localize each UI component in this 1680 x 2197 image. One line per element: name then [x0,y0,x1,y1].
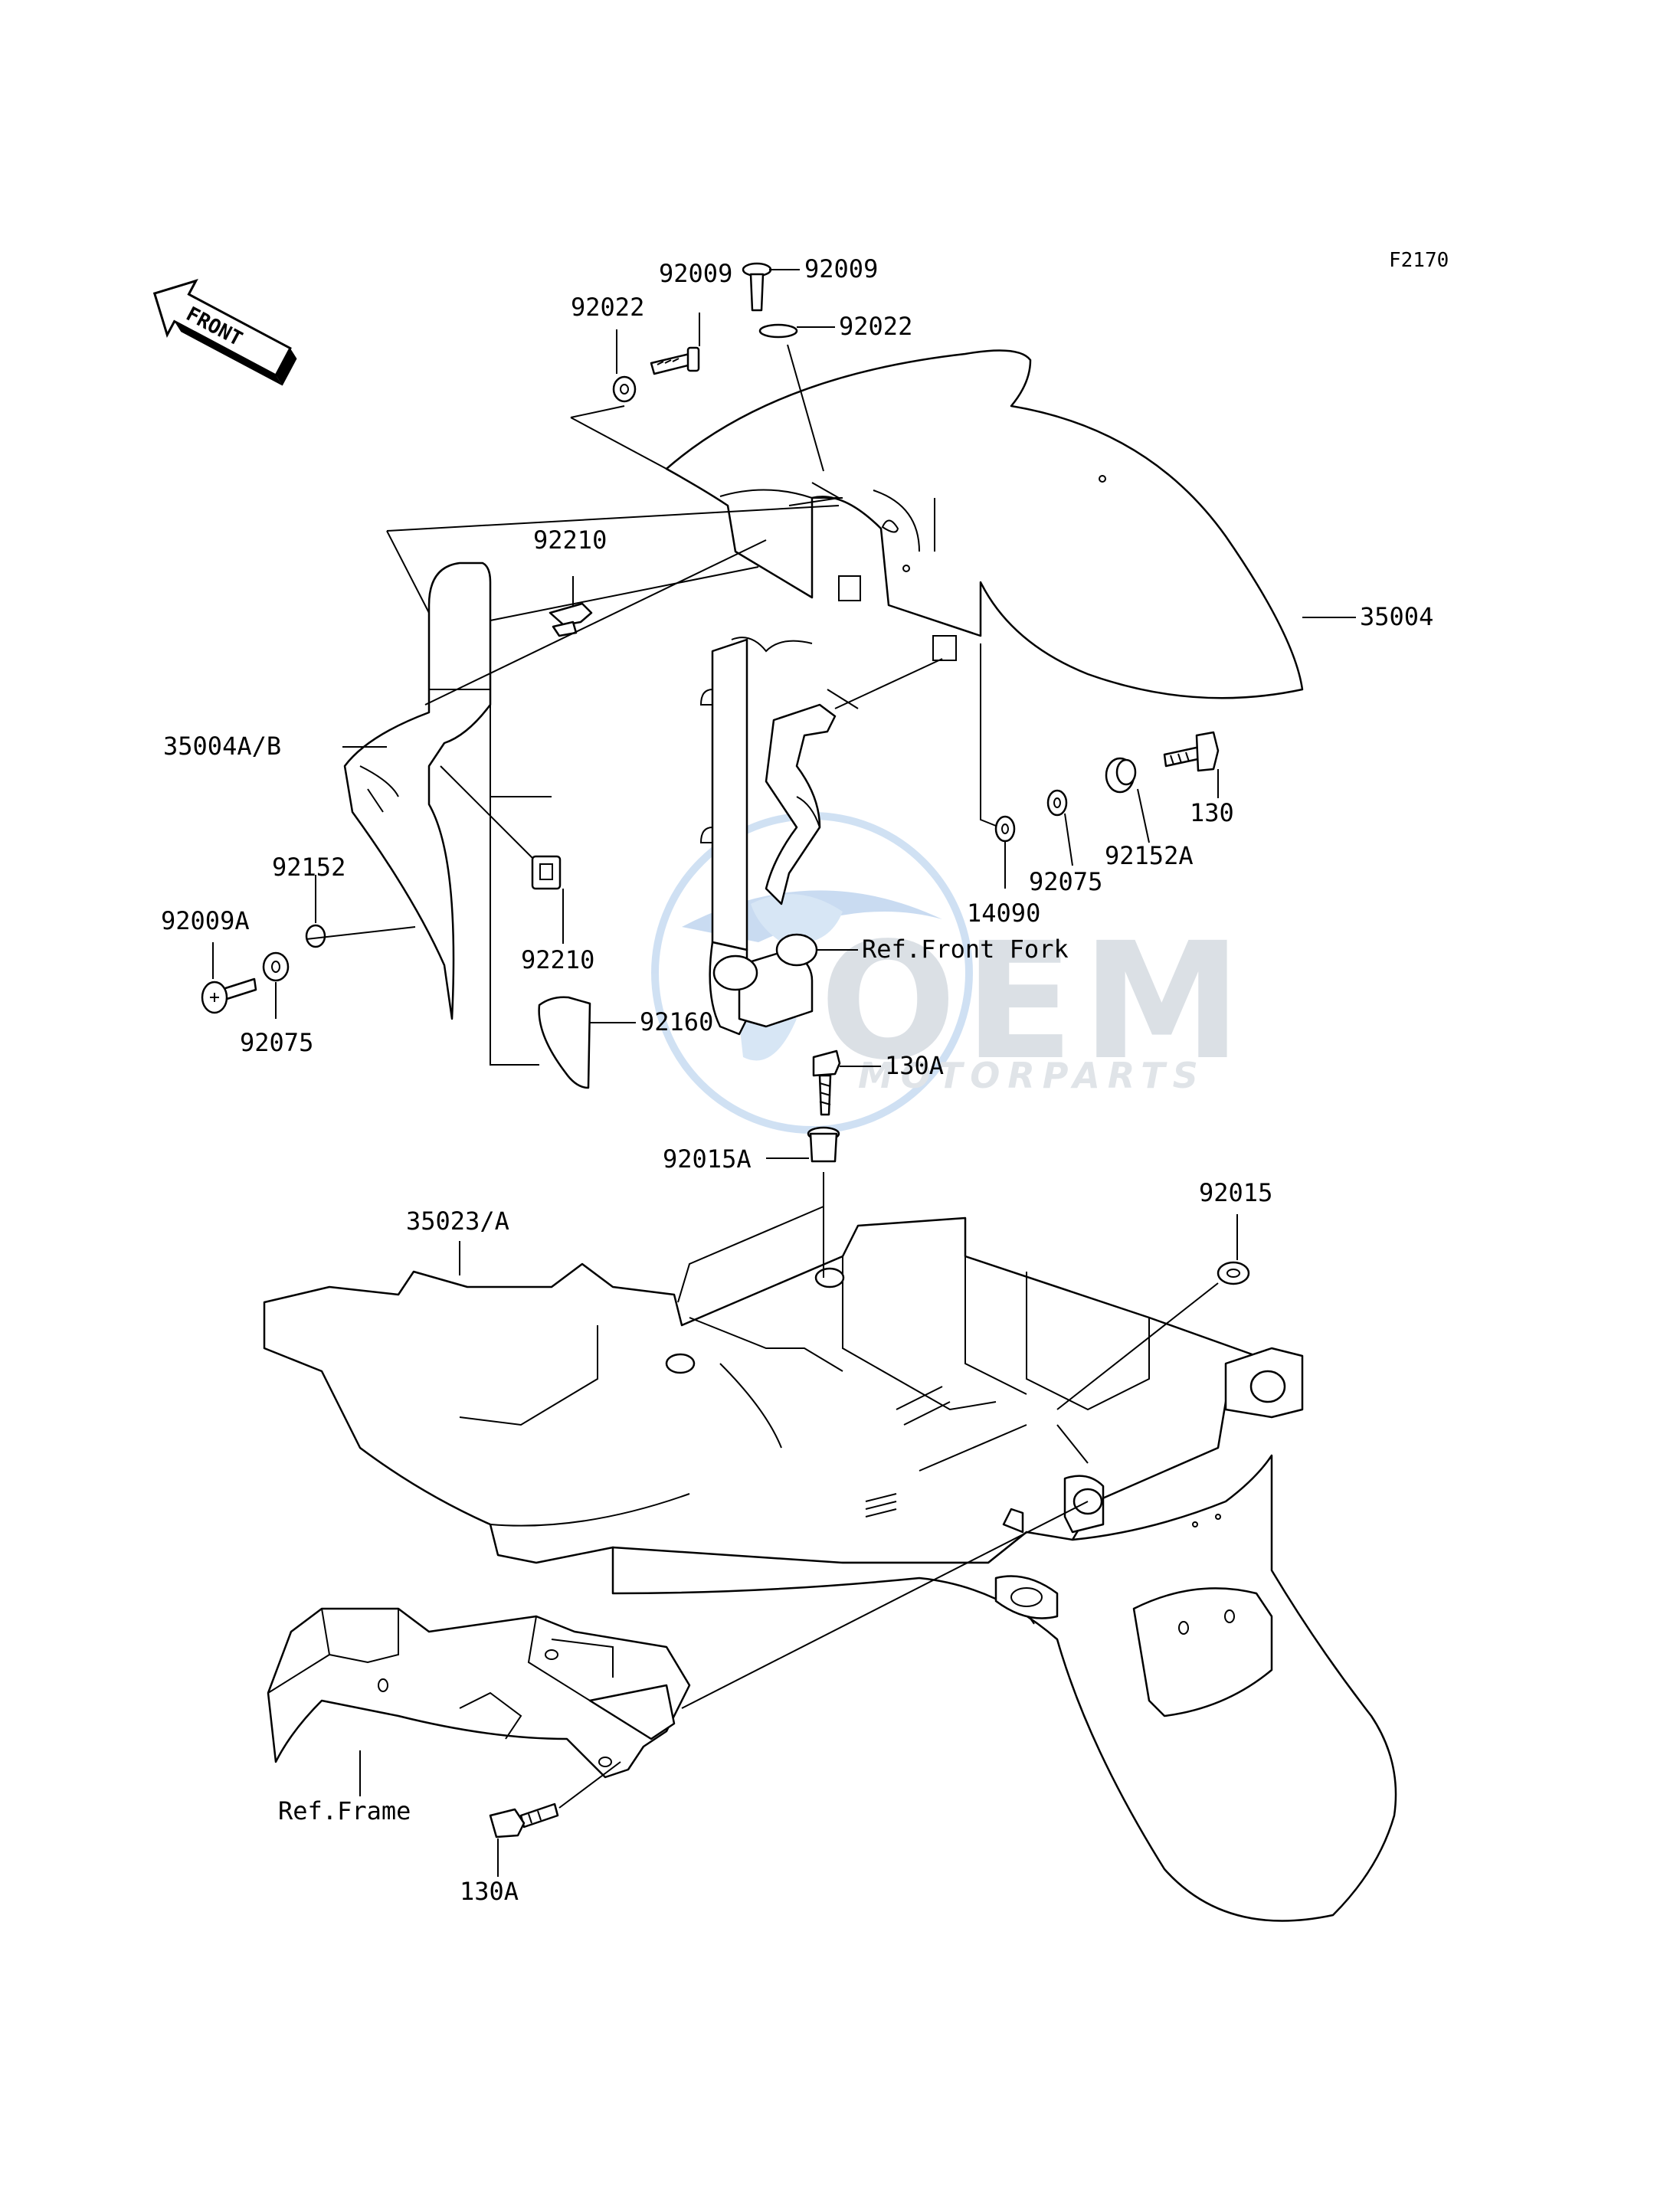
label-92075-right: 92075 [1029,867,1102,896]
label-130a-top: 130A [885,1051,944,1080]
washer-92075-left-hole [271,961,280,973]
label-92022-left: 92022 [571,293,644,322]
frame-part [267,1607,691,1779]
label-92009-left: 92009 [659,259,732,288]
label-92152: 92152 [272,853,345,882]
front-arrow-icon: FRONT [152,279,297,386]
label-92009-right: 92009 [804,254,878,283]
rear-mudguard [611,1454,1397,1922]
figure-code: F2170 [1389,249,1449,272]
label-35004: 35004 [1360,602,1433,631]
collar-92152 [305,924,326,948]
grommet-92015 [1217,1261,1250,1285]
label-92210-top: 92210 [533,526,607,555]
label-92160: 92160 [640,1007,713,1036]
bolt-130a-bottom [489,1802,559,1838]
label-92152a: 92152A [1105,841,1194,870]
label-ref-front-fork: Ref.Front Fork [862,935,1069,964]
label-35004ab: 35004A/B [163,732,281,761]
front-fender-35004 [665,349,1304,699]
watermark-tagline: MOTORPARTS [858,1055,1206,1096]
label-92075-left: 92075 [240,1028,313,1057]
washer-14090-hole [1001,823,1009,834]
pad-92160 [538,996,591,1089]
label-35023a: 35023/A [406,1207,509,1236]
grommet-92015a [807,1126,840,1163]
callout-leaders [212,269,1356,1877]
fender-inner-line [719,489,843,499]
washer-92075-right-hole [1053,797,1061,808]
washer-92022-right [758,323,798,339]
label-92210-bottom: 92210 [521,945,594,974]
washer-14090 [994,815,1016,843]
washer-92075-left [262,951,290,982]
label-92022-right: 92022 [839,312,912,341]
washer-92022-left-hole [620,384,629,395]
washer-92022-left [612,375,637,403]
bolt-92009-left [650,346,700,375]
assembly-lines [306,344,1219,1809]
bolt-130a-top [812,1049,841,1116]
label-92015: 92015 [1199,1178,1272,1207]
rear-inner-fender-35023a [263,1216,1304,1580]
label-14090: 14090 [967,899,1040,928]
side-cover-35004ab [343,562,492,1020]
watermark-brand: OEM [820,908,1249,1095]
label-130a-bottom: 130A [460,1877,519,1906]
collar-92152a [1105,757,1137,794]
label-130: 130 [1190,798,1234,827]
bolt-92009-right [742,262,772,312]
washer-92075-right [1046,789,1068,817]
label-92015a: 92015A [663,1144,752,1174]
bolt-130 [1163,731,1220,772]
clip-92210-top [549,602,593,637]
front-fork [699,637,859,1036]
label-ref-frame: Ref.Frame [278,1796,411,1825]
label-92009a: 92009A [161,906,250,935]
screw-92009a [201,977,257,1014]
clip-92210-bottom [531,855,562,890]
